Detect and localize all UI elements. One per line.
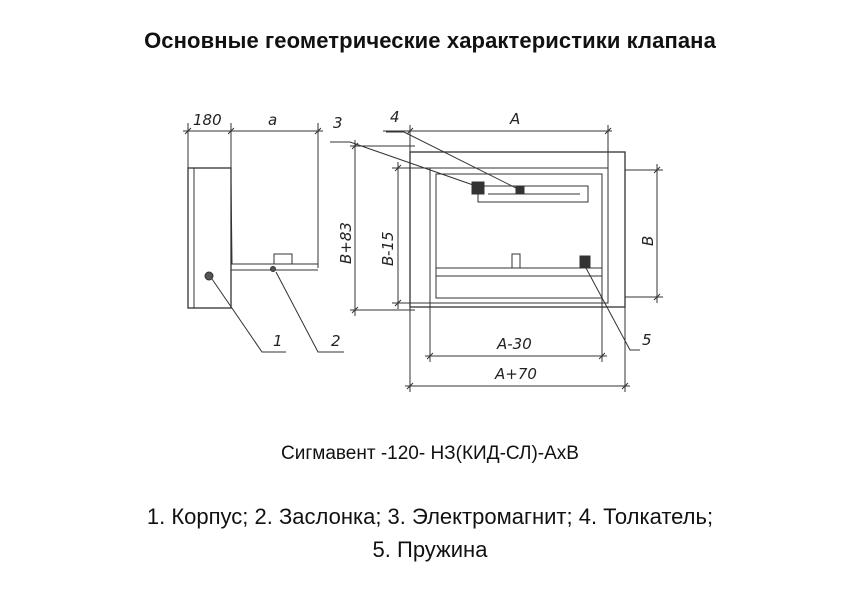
callout-1: 1 [273, 332, 283, 350]
side-view [183, 123, 344, 353]
parts-legend: 1. Корпус; 2. Заслонка; 3. Электромагнит… [0, 500, 860, 566]
callout-4: 4 [390, 108, 400, 126]
model-designation: Сигмавент -120- НЗ(КИД-СЛ)-АхВ [281, 443, 579, 464]
dim-A: A [509, 110, 520, 128]
callout-5: 5 [642, 331, 652, 349]
legend-line-2: 5. Пружина [372, 537, 488, 562]
front-view [330, 125, 663, 392]
dim-A30: A-30 [496, 335, 532, 353]
dim-B15: B-15 [379, 231, 397, 266]
callout-3: 3 [333, 114, 343, 132]
legend-line-1: 1. Корпус; 2. Заслонка; 3. Электромагнит… [146, 504, 714, 529]
dim-B: B [639, 236, 657, 246]
dim-180: 180 [193, 111, 222, 129]
page-title: Основные геометрические характеристики к… [144, 28, 716, 53]
dim-B83: B+83 [337, 222, 355, 264]
callout-2: 2 [331, 332, 341, 350]
dim-A70: A+70 [494, 365, 537, 383]
dim-a: a [268, 111, 277, 129]
